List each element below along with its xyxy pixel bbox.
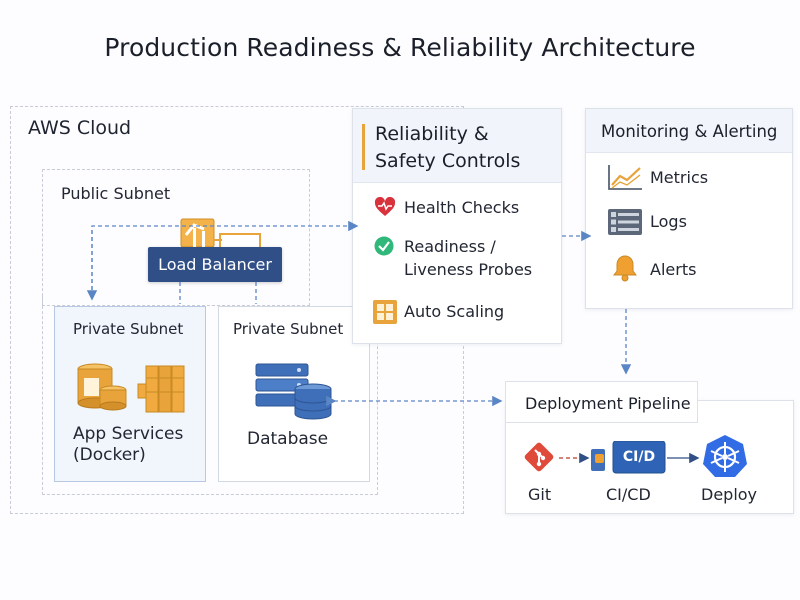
readiness-probes-label-line1: Readiness / [404,237,496,256]
reliability-accent-bar [362,124,365,170]
logs-list-icon [608,209,642,235]
health-checks-label: Health Checks [404,198,520,217]
load-balancer-icon [180,215,262,249]
private-subnet-app-label: Private Subnet [73,320,184,338]
auto-scaling-label: Auto Scaling [404,302,505,321]
git-label: Git [528,485,552,504]
reliability-title-line2: Safety Controls [375,150,521,172]
load-balancer-node[interactable]: Load Balancer [148,247,282,282]
logs-label: Logs [650,212,687,231]
deployment-pipeline-title: Deployment Pipeline [525,394,691,413]
bell-icon [611,254,639,282]
deploy-label: Deploy [701,485,758,504]
private-subnet-db-label: Private Subnet [233,320,344,338]
git-icon [523,441,555,473]
heart-icon [374,196,396,217]
alerts-label: Alerts [650,260,697,279]
auto-scaling-icon [373,300,397,324]
metrics-chart-icon [607,163,643,191]
database-label: Database [247,429,329,449]
public-subnet-label: Public Subnet [61,184,171,203]
reliability-title-line1: Reliability & [375,123,489,145]
app-services-sublabel: (Docker) [73,445,146,465]
ci-cd-badge-text: CI/D [622,449,656,465]
reliability-panel-header [353,109,561,183]
database-icon [255,362,333,422]
aws-cloud-label: AWS Cloud [28,117,132,139]
check-circle-icon [374,236,394,256]
monitoring-title: Monitoring & Alerting [601,122,778,141]
readiness-probes-label-line2: Liveness Probes [404,260,533,279]
monitoring-panel-header [586,109,792,153]
private-subnets-region [42,296,378,495]
docker-containers-icon [76,362,192,414]
app-services-label: App Services [73,424,184,444]
metrics-label: Metrics [650,168,709,187]
page-title: Production Readiness & Reliability Archi… [104,33,696,62]
ci-cd-icon: CI/D [591,440,667,477]
ci-cd-label: CI/CD [606,485,651,504]
kubernetes-icon [702,434,748,478]
deployment-pipeline-title-box [505,381,698,423]
